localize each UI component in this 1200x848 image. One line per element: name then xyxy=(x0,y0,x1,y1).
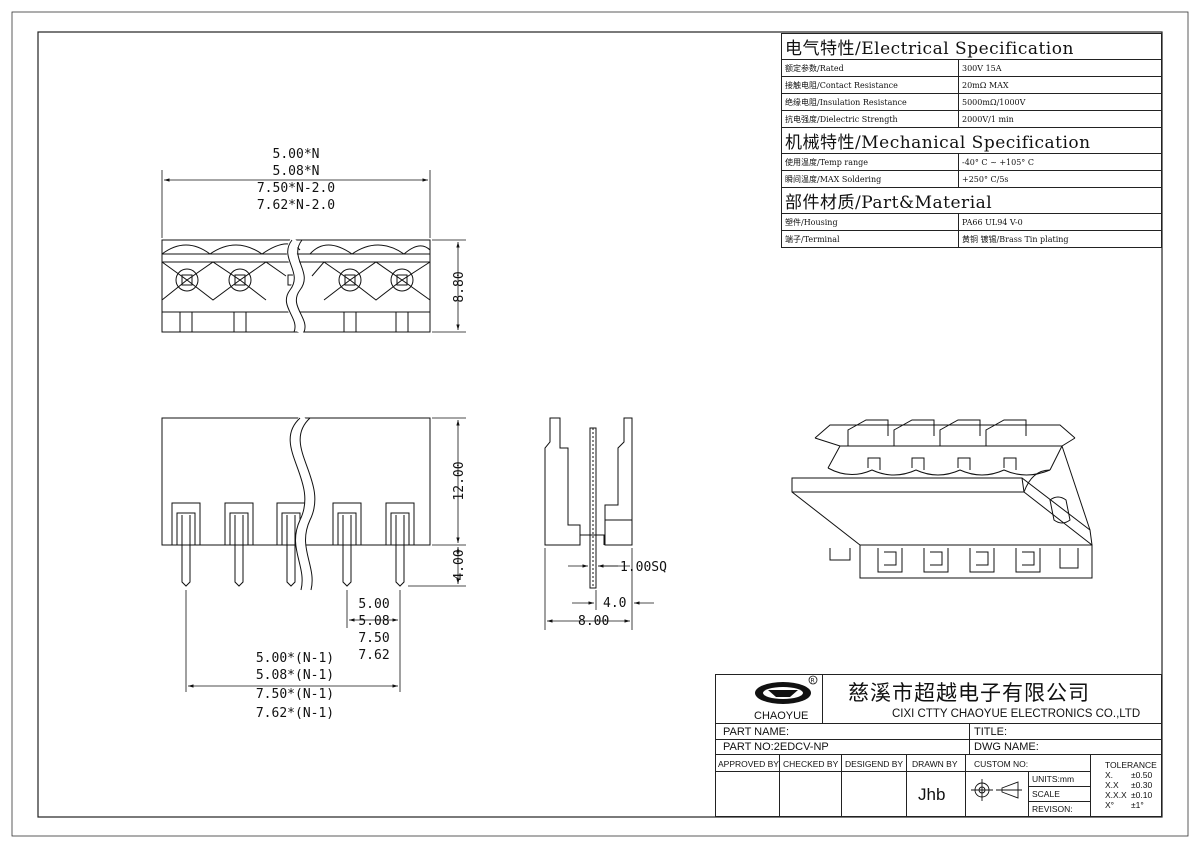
front-view xyxy=(161,414,431,592)
part-name-label: PART NAME: xyxy=(723,726,790,738)
part-number: PART NO:2EDCV-NP xyxy=(723,741,829,753)
spec-value: +250° C/5s xyxy=(958,170,1162,188)
spec-value: 300V 15A xyxy=(958,59,1162,77)
tolerance-key: X. xyxy=(1105,770,1114,780)
tolerance-value: ±0.30 xyxy=(1131,780,1153,790)
svg-text:R: R xyxy=(811,678,815,685)
pitch-dim-2: 7.50 xyxy=(358,631,389,646)
spec-label: 塑件/Housing xyxy=(781,213,959,231)
logo-name: CHAOYUE xyxy=(754,710,809,722)
spec-label: 瞬间温度/MAX Soldering xyxy=(781,170,959,188)
tolerance-key: X.X xyxy=(1105,780,1119,790)
top-width-dim-0: 5.00*N xyxy=(273,147,320,162)
mechanical-spec-heading: 机械特性/Mechanical Specification xyxy=(781,127,1162,154)
spec-label: 接触电阻/Contact Resistance xyxy=(781,76,959,94)
dwg-name-label: DWG NAME: xyxy=(974,741,1039,753)
electrical-spec-heading: 电气特性/Electrical Specification xyxy=(781,33,1162,60)
spec-label: 使用温度/Temp range xyxy=(781,153,959,171)
top-view xyxy=(161,236,431,334)
company-name-en: CIXI CTTY CHAOYUE ELECTRONICS CO.,LTD xyxy=(892,708,1141,720)
outer-frame xyxy=(11,11,1189,837)
spec-label: 额定参数/Rated xyxy=(781,59,959,77)
side-dimensions xyxy=(544,548,654,630)
spec-value: 黄铜 镀锡/Brass Tin plating xyxy=(958,230,1162,248)
spec-value: -40° C ~ +105° C xyxy=(958,153,1162,171)
tolerance-value: ±0.50 xyxy=(1131,770,1153,780)
pin-square-dim: 1.00SQ xyxy=(620,560,667,575)
designed-by-label: DESIGEND BY xyxy=(845,759,904,769)
front-dimensions xyxy=(185,417,466,692)
spec-label: 端子/Terminal xyxy=(781,230,959,248)
chaoyue-logo-icon: R xyxy=(755,675,818,704)
tolerance-key: X° xyxy=(1105,800,1115,810)
side-offset-dim: 4.0 xyxy=(603,596,626,611)
projection-symbol-icon xyxy=(971,779,1022,801)
pin-span-dim-1: 5.08*(N-1) xyxy=(256,668,334,683)
pitch-dim-0: 5.00 xyxy=(358,597,389,612)
spec-value: 5000mΩ/1000V xyxy=(958,93,1162,111)
approved-by-label: APPROVED BY xyxy=(718,759,779,769)
pitch-dim-1: 5.08 xyxy=(358,614,389,629)
top-width-dim-3: 7.62*N-2.0 xyxy=(257,198,335,213)
units-label: UNITS:mm xyxy=(1032,774,1075,784)
title-label: TITLE: xyxy=(974,726,1008,738)
inner-frame xyxy=(37,31,1163,818)
spec-value: PA66 UL94 V-0 xyxy=(958,213,1162,231)
pin-length-dim: 4.00 xyxy=(452,549,467,580)
company-name-cn: 慈溪市超越电子有限公司 xyxy=(848,681,1090,705)
tolerance-value: ±1° xyxy=(1131,800,1144,810)
spec-value: 20mΩ MAX xyxy=(958,76,1162,94)
side-view xyxy=(544,417,633,589)
checked-by-label: CHECKED BY xyxy=(783,759,839,769)
front-height-dim: 12.00 xyxy=(452,461,467,500)
spec-label: 抗电强度/Dielectric Strength xyxy=(781,110,959,128)
pin-span-dim-2: 7.50*(N-1) xyxy=(256,687,334,702)
pitch-dim-3: 7.62 xyxy=(358,648,389,663)
drawn-by-label: DRAWN BY xyxy=(912,759,958,769)
specification-table: 电气特性/Electrical Specification 额定参数/Rated… xyxy=(781,33,1162,248)
custom-no-label: CUSTOM NO: xyxy=(974,759,1029,769)
revision-label: REVISON: xyxy=(1032,804,1073,814)
drawn-by-value: Jhb xyxy=(918,785,946,804)
scale-label: SCALE xyxy=(1032,789,1060,799)
side-width-dim: 8.00 xyxy=(578,614,609,629)
spec-value: 2000V/1 min xyxy=(958,110,1162,128)
tolerance-label: TOLERANCE xyxy=(1105,760,1157,770)
tolerance-key: X.X.X xyxy=(1105,790,1127,800)
material-spec-heading: 部件材质/Part&Material xyxy=(781,187,1162,214)
isometric-view xyxy=(791,419,1093,579)
top-width-dim-2: 7.50*N-2.0 xyxy=(257,181,335,196)
pin-span-dim-0: 5.00*(N-1) xyxy=(256,651,334,666)
title-block: CHAOYUE 慈溪市超越电子有限公司 CIXI CTTY CHAOYUE EL… xyxy=(715,674,1162,817)
top-height-dim: 8.80 xyxy=(452,271,467,302)
top-dimensions xyxy=(161,170,466,333)
spec-label: 绝缘电阻/Insulation Resistance xyxy=(781,93,959,111)
pin-span-dim-3: 7.62*(N-1) xyxy=(256,706,334,721)
top-width-dim-1: 5.08*N xyxy=(273,164,320,179)
tolerance-value: ±0.10 xyxy=(1131,790,1153,800)
